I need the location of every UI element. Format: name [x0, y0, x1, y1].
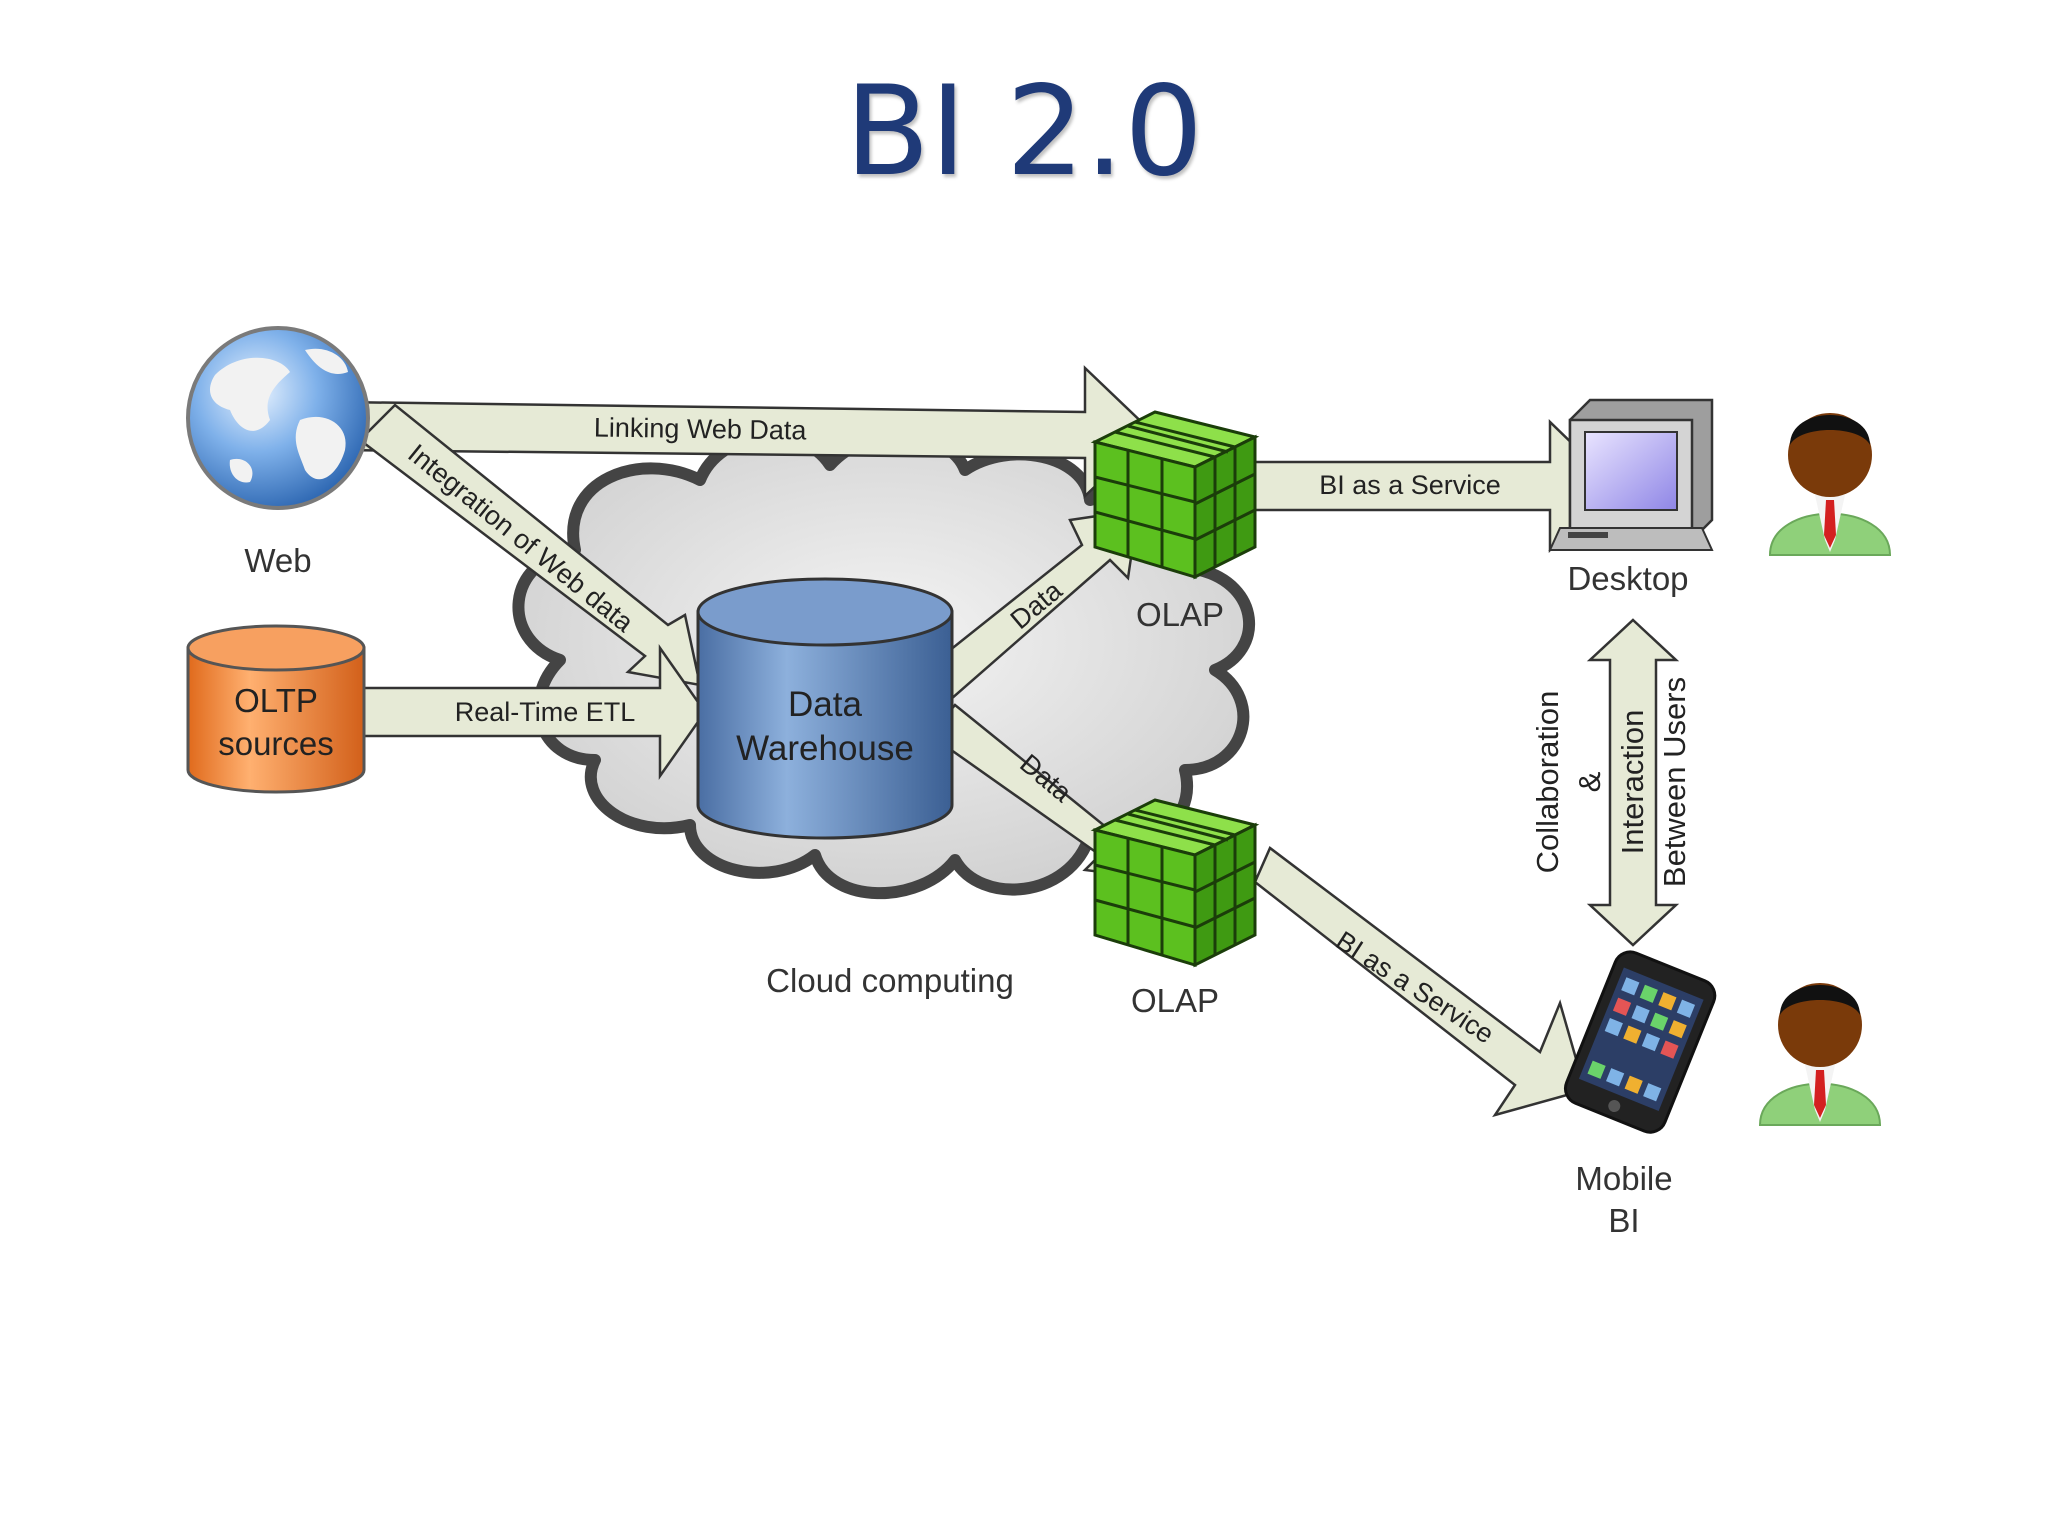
olap-bottom-label: OLAP — [1131, 982, 1219, 1019]
globe-icon — [186, 326, 370, 510]
oltp-label-line2: sources — [218, 725, 334, 762]
interaction-label: Interaction — [1615, 710, 1650, 855]
data-warehouse-label-line1: Data — [788, 685, 862, 724]
olap-cube-bottom — [1090, 798, 1260, 968]
oltp-cylinder — [186, 624, 366, 794]
user-avatar-bottom-icon — [1758, 983, 1882, 1126]
olap-cube-top — [1090, 410, 1260, 580]
bi-service-bottom-label: BI as a Service — [1331, 925, 1500, 1049]
mobile-phone-icon — [1563, 950, 1717, 1134]
slide-title: BI 2.0 — [844, 60, 1204, 204]
real-time-etl-label: Real-Time ETL — [455, 697, 636, 727]
bi-service-top-label: BI as a Service — [1319, 470, 1501, 500]
arrow-collaboration: Collaboration & Interaction Between User… — [1530, 618, 1692, 947]
ampersand-label: & — [1572, 771, 1607, 792]
collaboration-label: Collaboration — [1530, 691, 1565, 874]
oltp-label-line1: OLTP — [234, 682, 318, 719]
mobile-label-line1: Mobile — [1575, 1160, 1672, 1197]
arrow-real-time-etl: Real-Time ETL — [358, 644, 707, 780]
olap-top-label: OLAP — [1136, 596, 1224, 633]
desktop-label: Desktop — [1567, 560, 1688, 597]
web-label: Web — [244, 542, 311, 579]
data-warehouse-cylinder — [696, 577, 954, 840]
linking-web-data-label: Linking Web Data — [594, 413, 808, 446]
between-users-label: Between Users — [1657, 677, 1692, 887]
mobile-label-line2: BI — [1608, 1202, 1639, 1239]
cloud-computing-label: Cloud computing — [766, 962, 1014, 999]
desktop-computer-icon — [1548, 398, 1714, 551]
user-avatar-top-icon — [1768, 413, 1892, 556]
data-warehouse-label-line2: Warehouse — [736, 729, 914, 768]
arrow-bi-service-bottom: BI as a Service — [1253, 846, 1587, 1118]
